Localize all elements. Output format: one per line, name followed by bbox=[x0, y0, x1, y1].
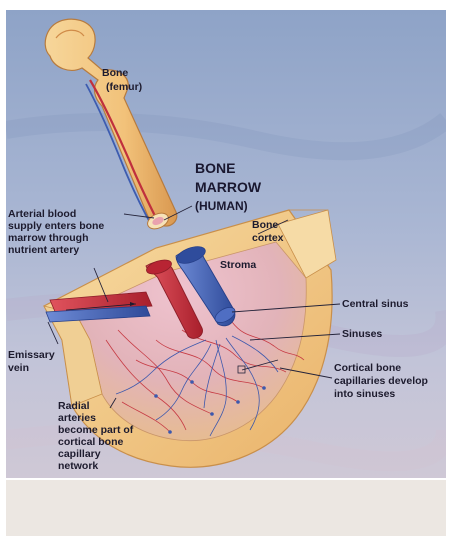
label-stroma: Stroma bbox=[220, 259, 256, 271]
title-line-3: (HUMAN) bbox=[195, 199, 248, 213]
label-bone-femur-line-1: Bone bbox=[102, 67, 128, 79]
label-arterial-supply-line-3: marrow through bbox=[8, 232, 89, 244]
label-central-sinus-text: Central sinus bbox=[342, 298, 409, 310]
label-emissary-vein: Emissary vein bbox=[8, 349, 55, 374]
label-bone-cortex-line-2: cortex bbox=[252, 232, 284, 244]
label-sinuses: Sinuses bbox=[342, 328, 382, 340]
label-radial-arteries-line-2: arteries bbox=[58, 412, 96, 424]
bone-marrow-illustration: BONE MARROW (HUMAN) Bone (femur) Arteria… bbox=[6, 10, 446, 478]
label-stroma-text: Stroma bbox=[220, 259, 256, 271]
label-arterial-supply-line-4: nutrient artery bbox=[8, 244, 79, 256]
label-central-sinus: Central sinus bbox=[342, 298, 409, 310]
label-emissary-vein-line-1: Emissary bbox=[8, 349, 55, 361]
label-sinuses-text: Sinuses bbox=[342, 328, 382, 340]
label-arterial-supply-line-2: supply enters bone bbox=[8, 220, 104, 232]
caption-panel bbox=[6, 480, 446, 536]
diagram-title: BONE MARROW (HUMAN) bbox=[195, 160, 262, 213]
label-radial-arteries-line-4: cortical bone bbox=[58, 436, 124, 448]
label-arterial-supply-line-1: Arterial blood bbox=[8, 208, 76, 220]
label-cortical-capillaries-line-3: into sinuses bbox=[334, 388, 395, 400]
title-line-1: BONE bbox=[195, 160, 235, 176]
label-bone-cortex-line-1: Bone bbox=[252, 219, 278, 231]
label-bone-femur-line-2: (femur) bbox=[106, 81, 142, 93]
diagram-svg: BONE MARROW (HUMAN) Bone (femur) Arteria… bbox=[6, 10, 446, 478]
label-emissary-vein-line-2: vein bbox=[8, 362, 29, 374]
label-cortical-capillaries: Cortical bone capillaries develop into s… bbox=[334, 362, 428, 400]
label-radial-arteries-line-6: network bbox=[58, 460, 98, 472]
title-line-2: MARROW bbox=[195, 179, 262, 195]
label-arterial-supply: Arterial blood supply enters bone marrow… bbox=[8, 208, 104, 256]
label-radial-arteries-line-3: become part of bbox=[58, 424, 134, 436]
label-cortical-capillaries-line-2: capillaries develop bbox=[334, 375, 428, 387]
label-radial-arteries-line-1: Radial bbox=[58, 400, 90, 412]
label-cortical-capillaries-line-1: Cortical bone bbox=[334, 362, 401, 374]
label-radial-arteries-line-5: capillary bbox=[58, 448, 101, 460]
